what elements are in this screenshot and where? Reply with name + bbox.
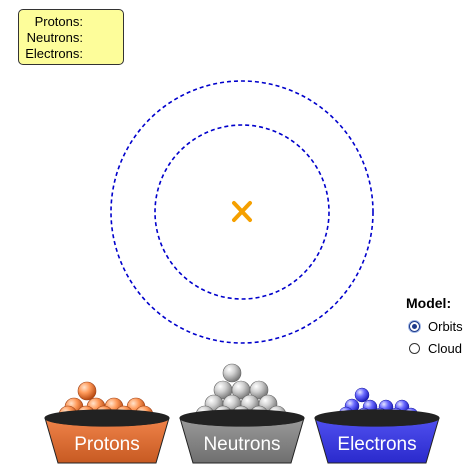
neutrons-bucket-graphic (179, 363, 305, 464)
protons-bucket[interactable]: Protons (44, 370, 170, 466)
model-title: Model: (406, 295, 452, 311)
model-option-orbits[interactable]: Orbits (406, 315, 463, 337)
inner-orbit (154, 124, 330, 300)
neutrons-bucket-label: Neutrons (203, 434, 281, 455)
cloud-label: Cloud (428, 340, 462, 356)
protons-bucket-graphic (44, 381, 170, 464)
particle-counts-box: Protons: Neutrons: Electrons: (18, 9, 124, 65)
model-selector: Model: Orbits Cloud (406, 295, 463, 359)
outer-orbit (110, 80, 374, 344)
electrons-count-label: Electrons: (25, 46, 83, 61)
model-option-cloud[interactable]: Cloud (406, 337, 463, 359)
neutrons-bucket[interactable]: Neutrons (179, 360, 305, 466)
electrons-bucket[interactable]: Electrons (314, 380, 440, 466)
nucleus-center-marker (232, 201, 252, 222)
orbits-label: Orbits (428, 318, 463, 334)
orbits-radio[interactable] (409, 320, 420, 332)
protons-count-label: Protons: (34, 14, 83, 29)
electrons-bucket-graphic (314, 387, 440, 464)
protons-bucket-label: Protons (74, 434, 140, 455)
electrons-bucket-label: Electrons (337, 434, 417, 455)
cloud-radio[interactable] (409, 342, 420, 354)
neutrons-count-label: Neutrons: (26, 30, 83, 45)
